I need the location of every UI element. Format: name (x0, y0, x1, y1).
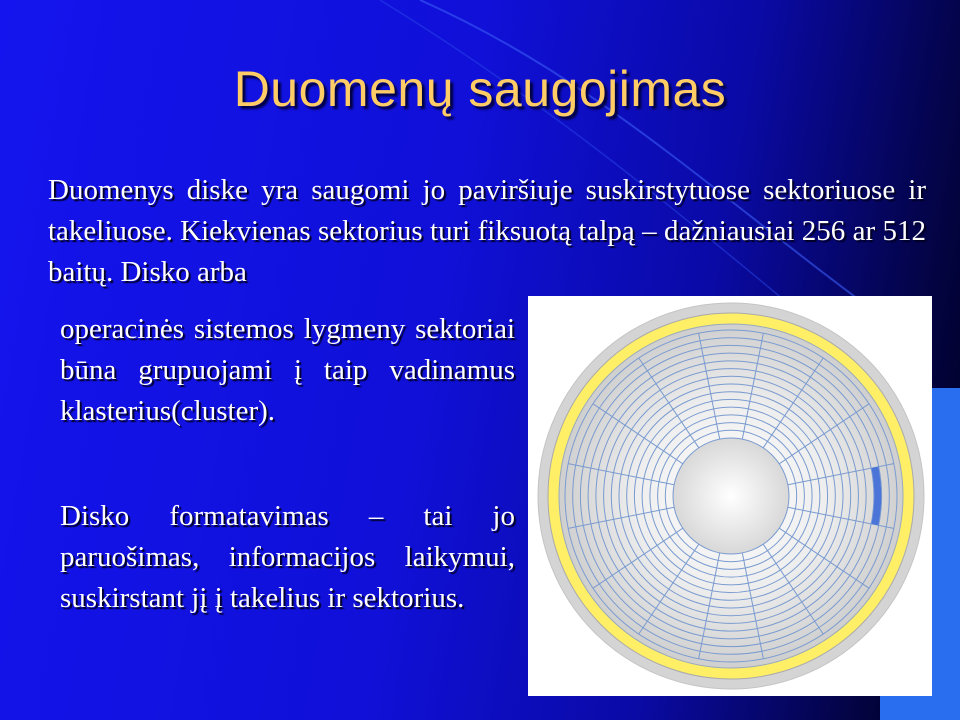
disk-illustration (528, 296, 932, 696)
slide-title: Duomenų saugojimas (233, 61, 727, 117)
disk-track (587, 352, 875, 640)
disk-track (626, 391, 836, 601)
disk-track (618, 383, 844, 609)
disk-track (579, 344, 883, 648)
disk-tracks-sectors-icon (537, 302, 925, 690)
disk-track (633, 398, 829, 594)
paragraph-intro: Duomenys diske yra saugomi jo paviršiuje… (48, 174, 926, 288)
disk-sector-divider (787, 463, 894, 486)
disk-sector-divider (638, 357, 700, 449)
disk-track (649, 414, 813, 578)
disk-track (595, 360, 867, 632)
disk-track (572, 337, 890, 655)
disk-sector-divider (568, 463, 675, 486)
disk-track (564, 329, 898, 663)
paragraph-intro-continued: operacinės sistemos lygmeny sektoriai bū… (60, 313, 515, 427)
disk-sector-divider (762, 543, 824, 635)
disk-sector-divider (698, 333, 721, 440)
highlighted-sector (871, 466, 882, 526)
disk-sector-divider (568, 506, 675, 529)
paragraph-formatting: Disko formatavimas – tai jo paruošimas, … (60, 500, 515, 614)
disk-sector-divider (762, 357, 824, 449)
disk-track (610, 375, 852, 617)
disk-hub (672, 437, 790, 555)
disk-sector-divider (741, 552, 764, 659)
disk-track (657, 422, 805, 570)
disk-track (664, 429, 798, 563)
disk-sector-divider (592, 403, 684, 465)
disk-sector-divider (778, 527, 870, 589)
disk-sector-divider (787, 506, 894, 529)
disk-sector-divider (741, 333, 764, 440)
disk-sector-divider (592, 527, 684, 589)
disk-track (641, 406, 821, 586)
disk-track (603, 368, 859, 624)
disk-sector-divider (698, 552, 721, 659)
disk-sector-divider (778, 403, 870, 465)
disk-sector-divider (638, 543, 700, 635)
